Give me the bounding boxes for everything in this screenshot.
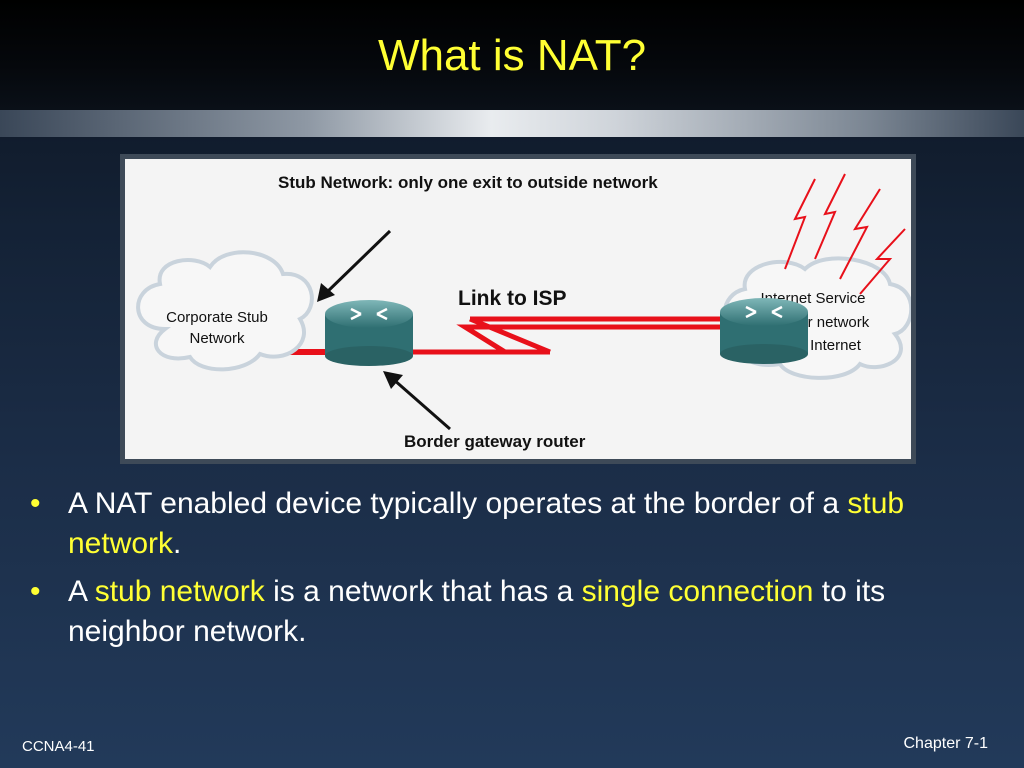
bullet-item: • A NAT enabled device typically operate… (30, 484, 980, 564)
bullet-text: . (173, 527, 182, 560)
title-rule (0, 110, 1024, 137)
bullet-dot: • (30, 487, 41, 520)
border-router-icon (325, 300, 413, 366)
arrow-to-router-icon (383, 371, 451, 431)
border-router-label: Border gateway router (404, 432, 586, 451)
bullet-text: A NAT enabled device typically operates … (68, 487, 848, 520)
footer-right: Chapter 7-1 (903, 735, 989, 752)
bullet-text: to its neighbor network. (68, 575, 886, 648)
footer-left: CCNA4-41 (22, 738, 95, 755)
highlight-stub-network: stub network (68, 487, 905, 560)
diagram-frame: Stub Network: only one exit to outside n… (120, 154, 916, 464)
highlight-single-connection: single connection (581, 575, 814, 608)
bullet-text: A (68, 575, 95, 608)
diagram-svg: Stub Network: only one exit to outside n… (136, 173, 914, 451)
stub-network-diagram: Stub Network: only one exit to outside n… (125, 159, 914, 459)
bullet-dot: • (30, 575, 41, 608)
slide-title: What is NAT? (377, 31, 647, 80)
link-to-isp-label: Link to ISP (458, 287, 567, 310)
bullet-list: • A NAT enabled device typically operate… (30, 484, 980, 660)
left-cloud-line-1: Corporate Stub (166, 309, 268, 326)
isp-router-icon (720, 298, 808, 364)
bullet-text: is a network that has a (264, 575, 582, 608)
left-cloud-line-2: Network (189, 330, 245, 347)
lightning-icon (784, 173, 906, 295)
highlight-stub-network: stub network (94, 575, 265, 608)
diagram-heading: Stub Network: only one exit to outside n… (278, 173, 658, 192)
corporate-stub-cloud: Corporate Stub Network (136, 250, 314, 372)
isp-link-zigzag (410, 316, 825, 355)
title-bar (0, 0, 1024, 110)
bullet-item: • A stub network is a network that has a… (30, 572, 980, 652)
arrow-to-cloud-icon (317, 229, 392, 302)
